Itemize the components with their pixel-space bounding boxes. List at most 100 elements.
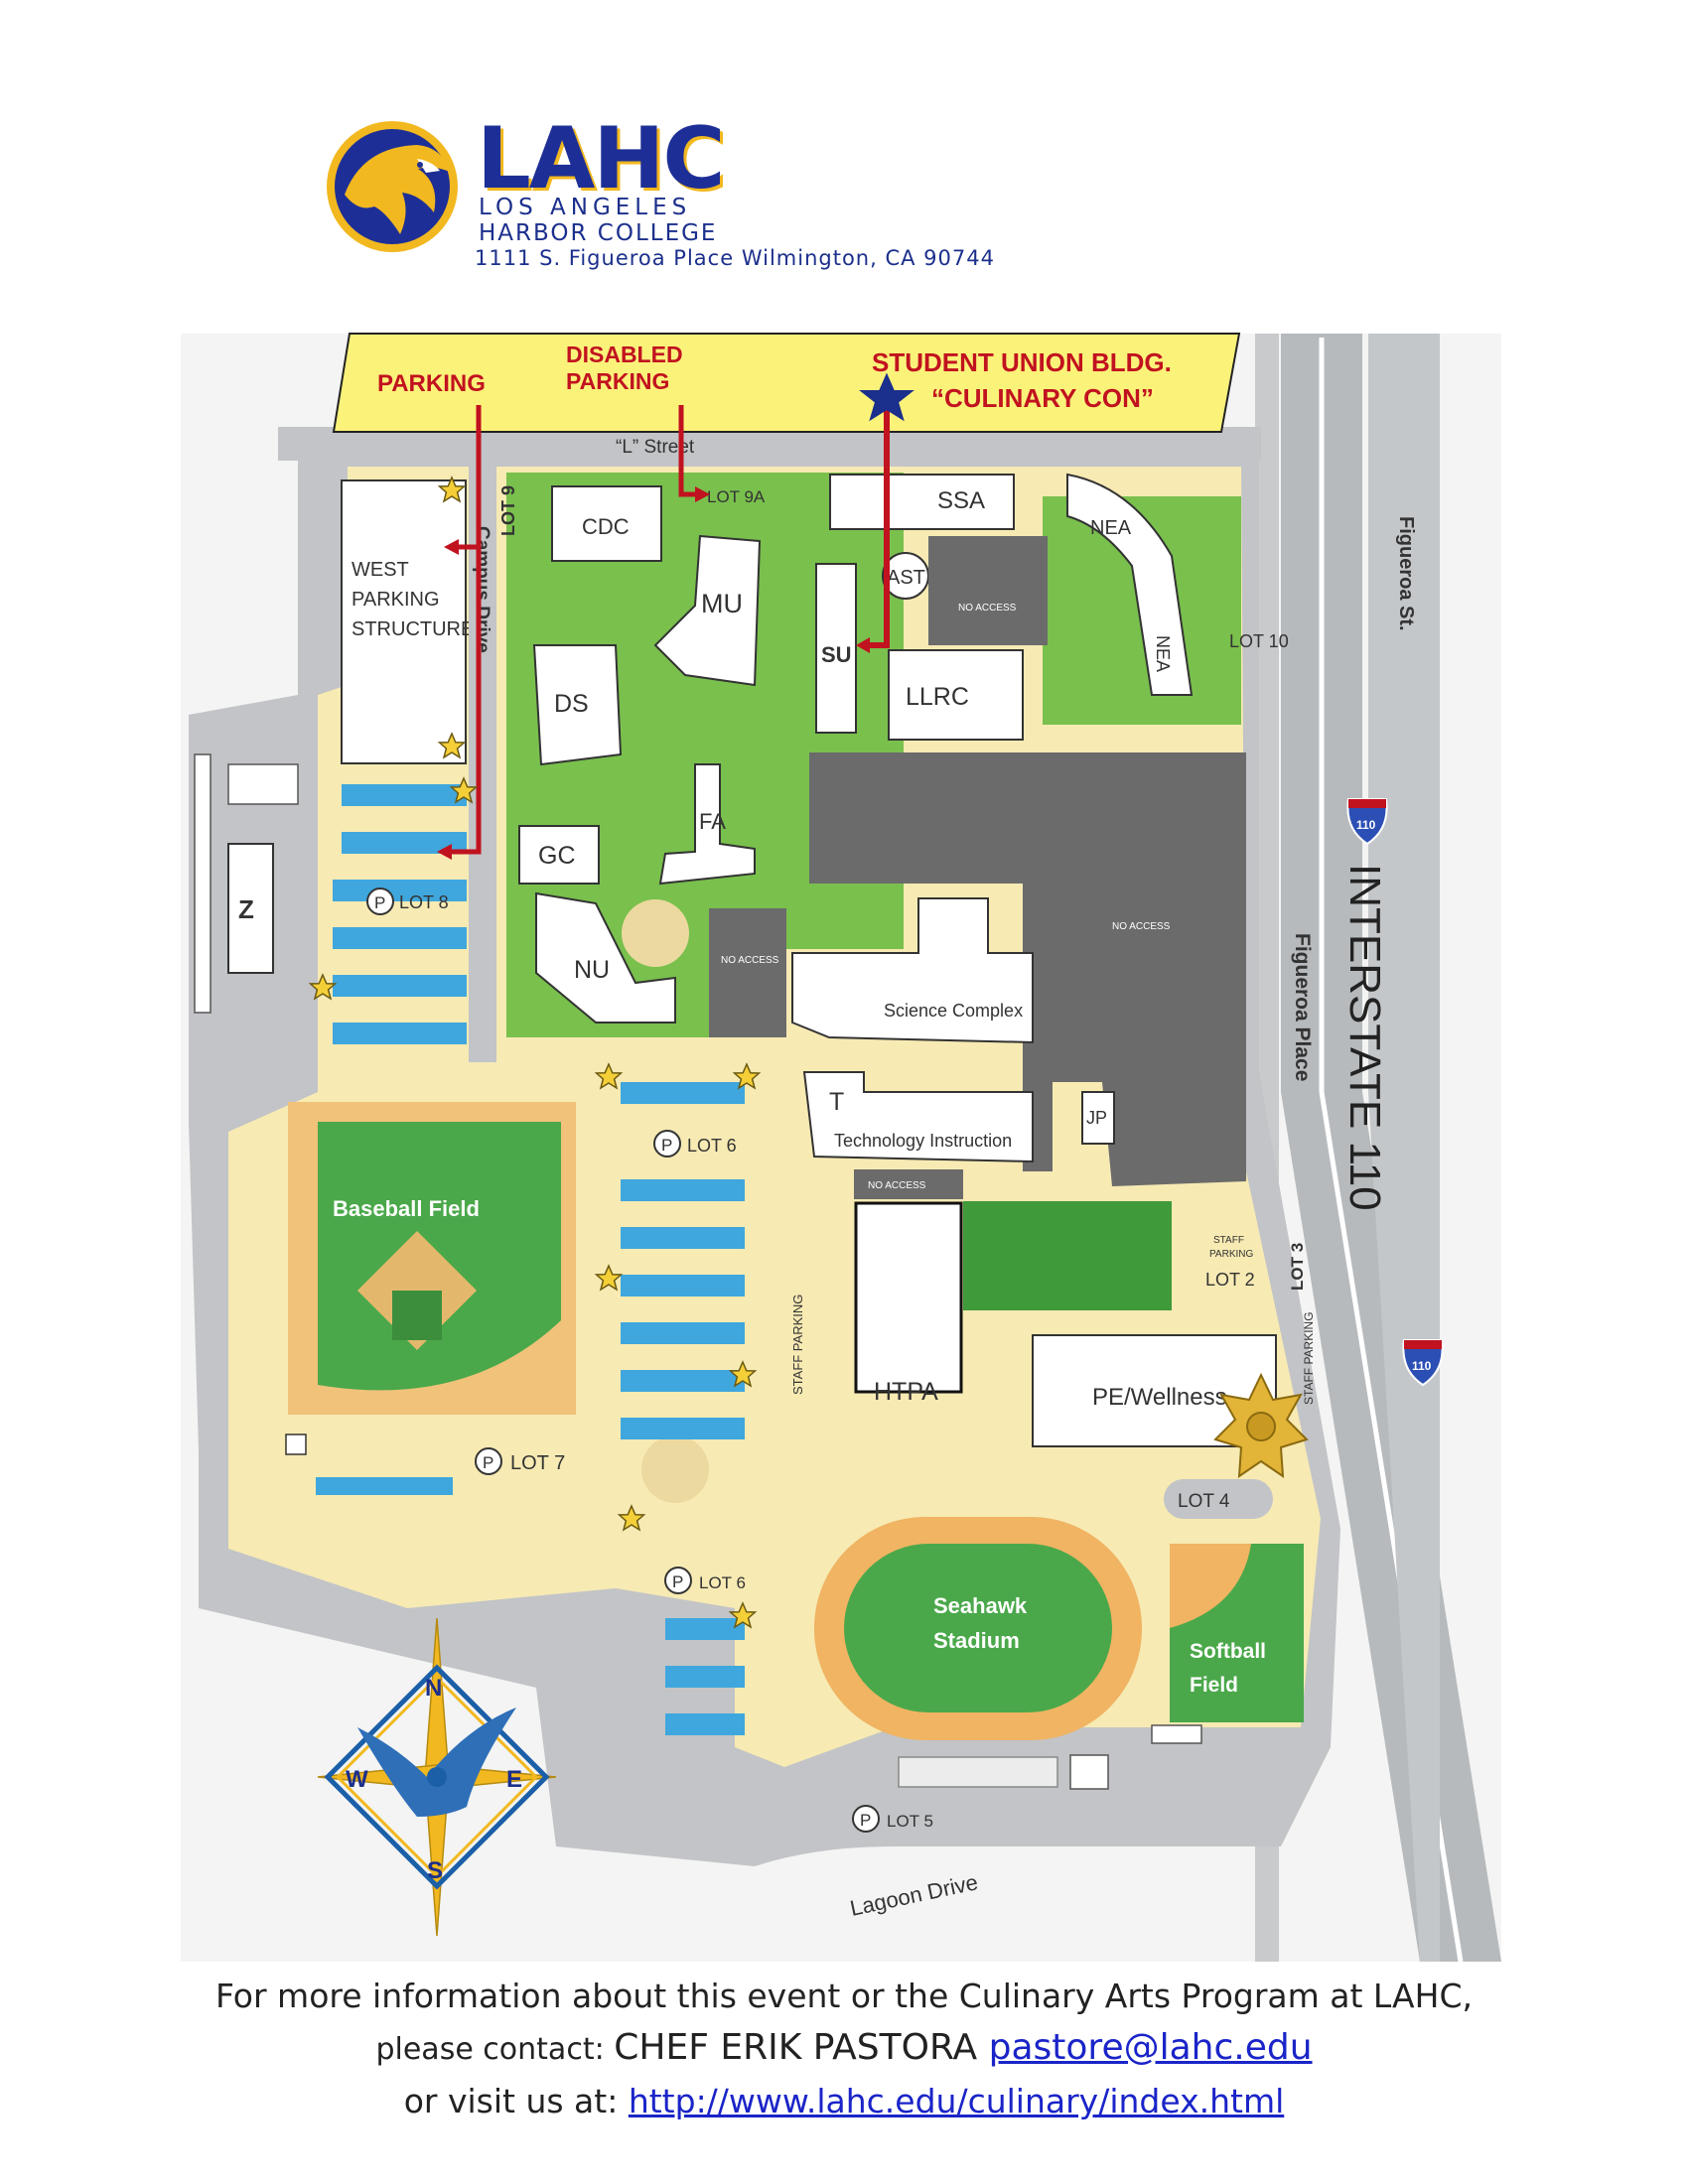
softball-label-1: Softball: [1190, 1640, 1266, 1663]
compass-north-label: N: [425, 1675, 442, 1702]
staff-lot2-label-2: PARKING: [1209, 1249, 1253, 1260]
west-parking-structure: [341, 479, 467, 764]
logo-line-los-angeles: LOS ANGELES: [479, 195, 692, 220]
figueroa-place-label: Figueroa Place: [1291, 933, 1314, 1081]
staff-parking-label: STAFF PARKING: [790, 1295, 805, 1395]
no-access-area-west: [709, 908, 786, 1037]
compass-rose-icon: [317, 1617, 557, 1937]
plaza-circle-south: [641, 1435, 709, 1503]
shield-number-2: 110: [1412, 1359, 1432, 1373]
building-nea-label: NEA: [1090, 517, 1132, 539]
no-access-label-main: NO ACCESS: [1112, 921, 1171, 932]
compass-east-label: E: [506, 1766, 522, 1793]
page-footer: For more information about this event or…: [0, 1971, 1688, 2127]
building-nu: [535, 891, 676, 1024]
no-access-label-west: NO ACCESS: [721, 955, 779, 966]
staff-parking-lot3-label: STAFF PARKING: [1302, 1311, 1316, 1405]
footer-visit-line: or visit us at: http://www.lahc.edu/culi…: [0, 2076, 1688, 2127]
lot-2-label: LOT 2: [1205, 1270, 1255, 1290]
parking-p-lot6b: P: [672, 1572, 683, 1591]
footer-url-link[interactable]: http://www.lahc.edu/culinary/index.html: [628, 2082, 1285, 2120]
softball-infield: [1170, 1544, 1251, 1628]
no-access-area-north: [928, 536, 1048, 645]
softball-dugout: [1151, 1724, 1202, 1744]
building-t-label: T: [829, 1088, 844, 1116]
building-su: [815, 563, 857, 734]
stadium-label-1: Seahawk: [933, 1593, 1028, 1618]
science-complex-label: Science Complex: [884, 1001, 1023, 1021]
building-htpa-label: HTPA: [874, 1378, 938, 1406]
callout-parking: PARKING: [377, 370, 486, 397]
lot-6-label: LOT 6: [687, 1136, 737, 1156]
footer-contact-line: please contact: CHEF ERIK PASTORA pastor…: [0, 2022, 1688, 2076]
parking-p-lot8: P: [374, 893, 385, 912]
lot-4-area: [1164, 1479, 1273, 1519]
parking-p-icon-lot5: [852, 1805, 880, 1833]
footer-email-link[interactable]: pastore@lahc.edu: [988, 2027, 1313, 2068]
west-label-1: WEST: [352, 559, 409, 581]
interstate-shield-icon-2: 110: [1402, 1339, 1444, 1387]
lot-7-kiosk: [285, 1433, 307, 1455]
building-htpa: [854, 1201, 963, 1394]
pe-wellness-label: PE/Wellness: [1092, 1384, 1227, 1411]
interstate-shield-icon: 110: [1346, 798, 1388, 846]
building-cdc-label: CDC: [582, 514, 630, 539]
campus-drive-road: [469, 467, 496, 1062]
parking-p-lot7: P: [483, 1453, 493, 1472]
no-access-label-htpa: NO ACCESS: [868, 1180, 926, 1191]
callout-culinary-con: “CULINARY CON”: [931, 383, 1154, 413]
lot-9-label: LOT 9: [498, 485, 518, 536]
figueroa-st-road: [1368, 334, 1440, 1962]
building-z: [227, 843, 274, 974]
lot-3-label: LOT 3: [1288, 1243, 1307, 1291]
staff-lot2-label-1: STAFF: [1213, 1235, 1244, 1246]
student-union-star-icon: [859, 372, 914, 422]
parking-p-icon-lot7: [475, 1447, 502, 1475]
building-gc-label: GC: [538, 842, 576, 870]
college-address: 1111 S. Figueroa Place Wilmington, CA 90…: [475, 246, 995, 270]
callout-student-union: STUDENT UNION BLDG.: [872, 347, 1172, 377]
lot-5-label: LOT 5: [887, 1812, 933, 1831]
l-street-label: “L” Street: [616, 437, 695, 458]
building-llrc-label: LLRC: [906, 683, 969, 711]
no-access-label-north: NO ACCESS: [958, 603, 1017, 614]
interstate-110-road: [1281, 334, 1501, 1962]
building-ds: [532, 644, 623, 766]
logo-line-harbor-college: HARBOR COLLEGE: [479, 220, 718, 246]
footer-contact-name: CHEF ERIK PASTORA: [614, 2027, 978, 2068]
parking-route-arrow: [437, 405, 482, 860]
plaza-circle: [622, 899, 689, 967]
page-header: LAHC LOS ANGELES HARBOR COLLEGE 1111 S. …: [0, 0, 1688, 298]
building-ast-label: AST: [887, 567, 925, 589]
building-fa-label: FA: [699, 809, 726, 834]
west-label-2: PARKING: [352, 589, 440, 611]
stadium-building: [1069, 1754, 1109, 1790]
interstate-110-label: INTERSTATE 110: [1340, 864, 1389, 1211]
building-mu: [653, 534, 762, 687]
building-ssa-label: SSA: [937, 487, 985, 514]
compass-west-label: W: [346, 1766, 368, 1793]
lot-8-stalls: [333, 784, 467, 1044]
softball-label-2: Field: [1190, 1674, 1238, 1697]
building-nea: [1066, 473, 1194, 696]
building-science-complex: [791, 897, 1034, 1044]
baseball-infield: [392, 1291, 442, 1340]
building-cdc: [551, 485, 662, 562]
west-small-building: [227, 763, 299, 805]
parking-p-icon-lot6b: [664, 1567, 692, 1594]
shield-number-1: 110: [1356, 818, 1376, 832]
stadium-label-2: Stadium: [933, 1628, 1020, 1653]
footer-info-line: For more information about this event or…: [215, 1977, 1473, 2015]
lot-7-label: LOT 7: [510, 1452, 565, 1474]
callout-disabled-1: DISABLED: [566, 341, 683, 367]
callout-banner: [332, 333, 1241, 433]
lot-6b-label: LOT 6: [699, 1573, 746, 1592]
baseball-field-label: Baseball Field: [333, 1196, 480, 1221]
building-mu-label: MU: [701, 589, 743, 618]
west-strip-building: [194, 753, 211, 1014]
building-jp-label: JP: [1086, 1108, 1107, 1128]
building-nea-label-2: NEA: [1153, 635, 1173, 672]
lot-10-label: LOT 10: [1229, 631, 1289, 651]
green-lawn-pe: [963, 1201, 1172, 1310]
footer-visit-prefix: or visit us at:: [403, 2082, 629, 2120]
